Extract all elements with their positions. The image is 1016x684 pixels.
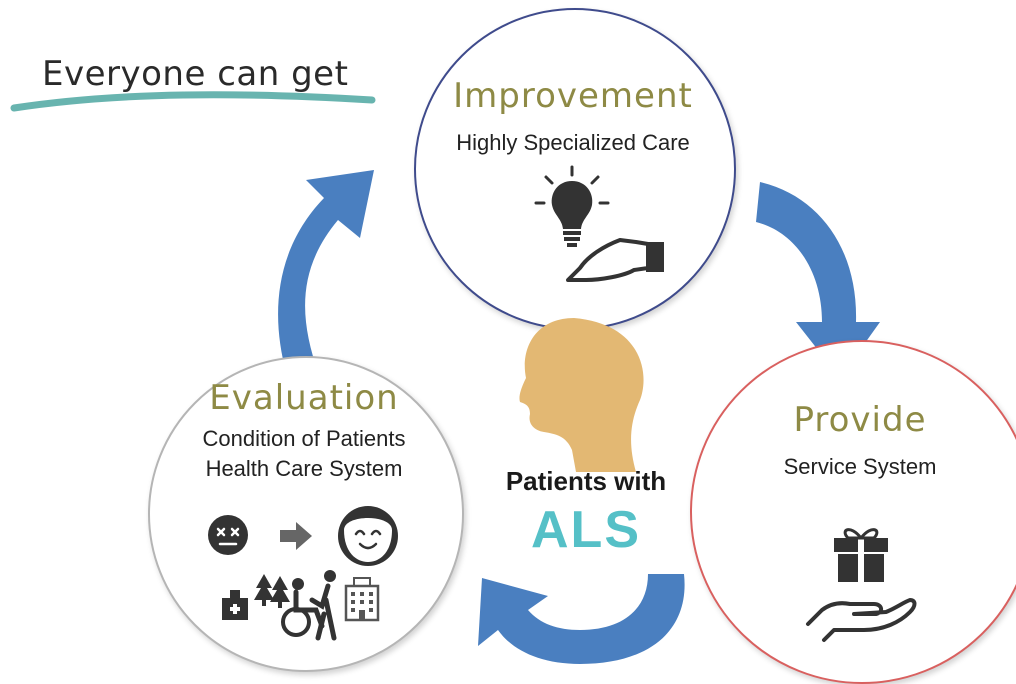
center-als: ALS: [531, 501, 641, 559]
smiling-face-icon: [338, 506, 398, 566]
head-silhouette-icon: [519, 318, 644, 472]
gift-icon: [834, 528, 888, 582]
hospital-icon: [222, 590, 248, 620]
tagline: Everyone can get: [42, 54, 349, 94]
improvement-title: Improvement: [453, 76, 693, 116]
wheelchair-caregiver-icon: [281, 570, 337, 641]
evaluation-line2: Health Care System: [205, 456, 403, 481]
sick-face-icon: [208, 515, 248, 555]
center-patients-with: Patients with: [505, 466, 667, 496]
provide-title: Provide: [793, 400, 927, 440]
evaluation-line1: Condition of Patients: [202, 426, 406, 451]
provide-subtitle: Service System: [783, 454, 937, 479]
improvement-subtitle: Highly Specialized Care: [456, 130, 690, 155]
open-hand-icon: [806, 598, 917, 642]
lightbulb-icon: [534, 165, 610, 247]
hand-icon: [566, 238, 664, 282]
building-icon: [344, 577, 380, 622]
arrow-provide-to-evaluation: [478, 574, 685, 664]
right-arrow-icon: [280, 522, 312, 550]
arrow-evaluation-to-improvement: [278, 170, 374, 372]
arrow-improvement-to-provide: [756, 182, 880, 378]
provide-circle: [690, 340, 1016, 684]
trees-icon: [254, 574, 290, 608]
evaluation-title: Evaluation: [209, 378, 399, 418]
evaluation-circle: [148, 356, 464, 672]
improvement-circle: [414, 8, 736, 330]
